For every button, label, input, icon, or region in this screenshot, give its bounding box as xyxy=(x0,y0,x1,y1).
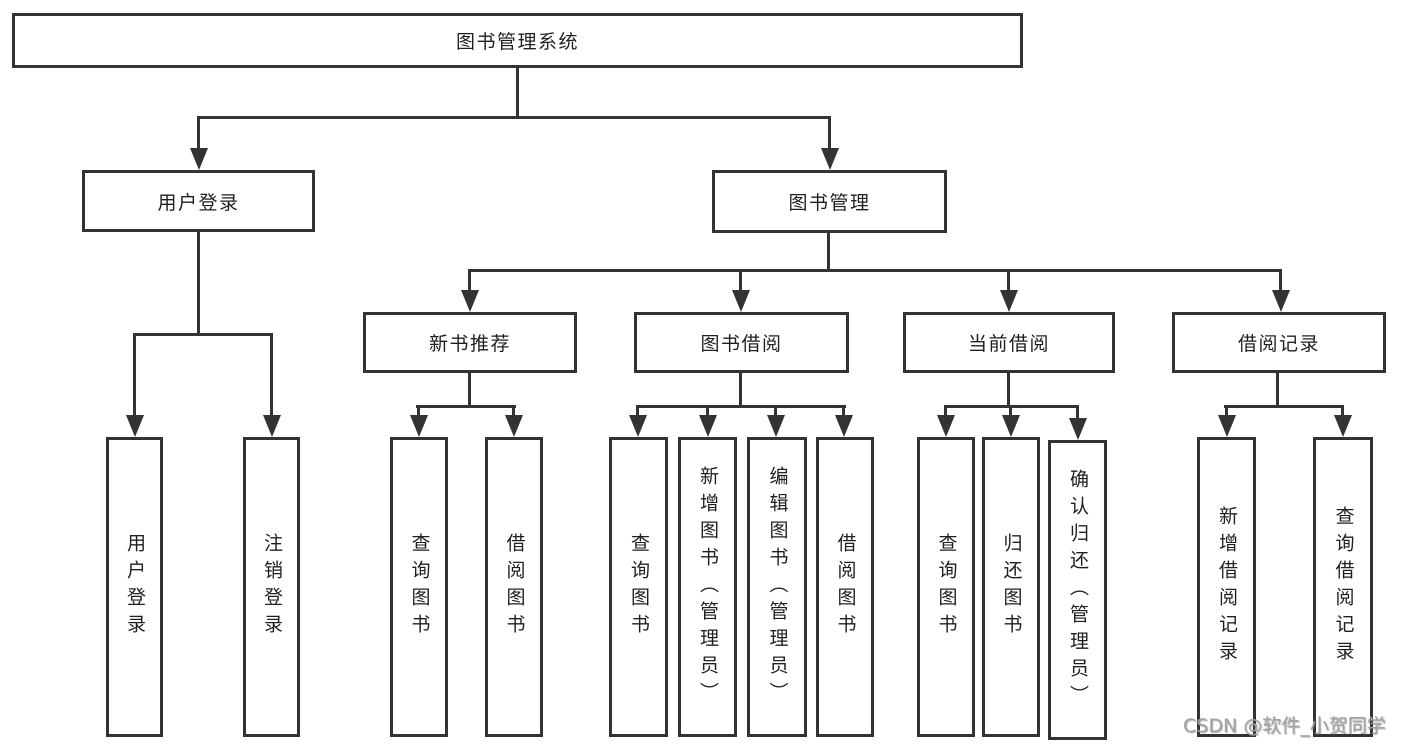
arrow-down-icon xyxy=(417,407,420,415)
leaf-user-login: 用户登录 xyxy=(106,437,163,737)
node-book-management-label: 图书管理 xyxy=(788,192,871,214)
leaf-logout: 注销登录 xyxy=(243,437,300,737)
arrow-down-icon xyxy=(774,407,777,415)
leaf-query-book-3: 查询图书 xyxy=(917,437,975,737)
node-new-book-recommend-label: 新书推荐 xyxy=(428,333,511,355)
node-book-borrow-label: 图书借阅 xyxy=(700,333,783,355)
node-user-login-label: 用户登录 xyxy=(157,191,240,214)
node-current-borrow-label: 当前借阅 xyxy=(967,333,1050,355)
leaf-logout-label: 注销登录 xyxy=(261,533,283,641)
connector-new-book-stem xyxy=(468,373,471,407)
arrow-down-icon xyxy=(1076,407,1079,418)
arrow-down-icon xyxy=(468,271,471,290)
connector-root-stem xyxy=(516,68,519,118)
connector-current-borrow-stem xyxy=(1007,373,1010,407)
arrow-down-icon xyxy=(1009,407,1012,415)
connector-new-book-rail xyxy=(416,405,516,408)
arrow-down-icon xyxy=(270,334,273,415)
arrow-down-icon xyxy=(1007,271,1010,290)
arrow-down-icon xyxy=(944,407,947,415)
leaf-borrow-book-1: 借阅图书 xyxy=(485,437,543,737)
node-book-borrow: 图书借阅 xyxy=(634,312,849,373)
connector-user-login-stem xyxy=(197,232,200,335)
arrow-down-icon xyxy=(636,407,639,415)
leaf-return-book-label: 归还图书 xyxy=(1000,533,1023,641)
connector-user-login-rail xyxy=(133,333,273,336)
leaf-add-book-admin: 新增图书（管理员） xyxy=(678,437,737,737)
csdn-watermark: CSDN @软件_小贺同学 xyxy=(1183,715,1386,737)
leaf-query-borrow-record-label: 查询借阅记录 xyxy=(1332,506,1355,668)
node-book-management: 图书管理 xyxy=(712,170,947,233)
leaf-query-book-2: 查询图书 xyxy=(609,437,668,737)
connector-borrow-record-stem xyxy=(1276,373,1279,407)
leaf-edit-book-admin: 编辑图书（管理员） xyxy=(747,437,807,737)
node-borrow-record-label: 借阅记录 xyxy=(1237,333,1320,355)
node-new-book-recommend: 新书推荐 xyxy=(363,312,577,373)
arrow-down-icon xyxy=(1225,407,1228,415)
arrow-down-icon xyxy=(828,117,831,148)
arrow-down-icon xyxy=(706,407,709,415)
arrow-down-icon xyxy=(842,407,845,415)
arrow-down-icon xyxy=(512,407,515,415)
leaf-query-book-2-label: 查询图书 xyxy=(628,533,650,641)
arrow-down-icon xyxy=(133,334,136,415)
leaf-add-borrow-record: 新增借阅记录 xyxy=(1197,437,1256,737)
node-root-label: 图书管理系统 xyxy=(455,31,579,53)
leaf-add-borrow-record-label: 新增借阅记录 xyxy=(1216,506,1238,668)
arrow-down-icon xyxy=(197,117,200,148)
node-root: 图书管理系统 xyxy=(12,13,1023,68)
leaf-borrow-book-2-label: 借阅图书 xyxy=(834,533,857,641)
leaf-borrow-book-1-label: 借阅图书 xyxy=(503,533,526,641)
leaf-edit-book-admin-label: 编辑图书（管理员） xyxy=(766,465,789,709)
leaf-query-borrow-record: 查询借阅记录 xyxy=(1313,437,1373,737)
node-user-login: 用户登录 xyxy=(82,170,315,232)
connector-book-mgmt-stem xyxy=(827,233,830,271)
connector-book-borrow-stem xyxy=(739,373,742,407)
leaf-confirm-return-admin: 确认归还（管理员） xyxy=(1048,440,1107,740)
node-current-borrow: 当前借阅 xyxy=(903,312,1115,373)
connector-book-borrow-rail xyxy=(636,405,846,408)
leaf-borrow-book-2: 借阅图书 xyxy=(816,437,874,737)
connector-root-rail xyxy=(197,116,831,119)
leaf-query-book-1: 查询图书 xyxy=(390,437,448,737)
leaf-add-book-admin-label: 新增图书（管理员） xyxy=(697,465,719,709)
leaf-query-book-1-label: 查询图书 xyxy=(408,533,431,641)
arrow-down-icon xyxy=(739,271,742,290)
connector-borrow-record-rail xyxy=(1224,405,1344,408)
arrow-down-icon xyxy=(1279,271,1282,290)
connector-book-mgmt-rail xyxy=(468,269,1282,272)
leaf-query-book-3-label: 查询图书 xyxy=(935,533,958,641)
leaf-user-login-label: 用户登录 xyxy=(124,533,146,641)
arrow-down-icon xyxy=(1341,407,1344,415)
node-borrow-record: 借阅记录 xyxy=(1172,312,1386,373)
leaf-return-book: 归还图书 xyxy=(982,437,1040,737)
leaf-confirm-return-admin-label: 确认归还（管理员） xyxy=(1067,468,1089,712)
